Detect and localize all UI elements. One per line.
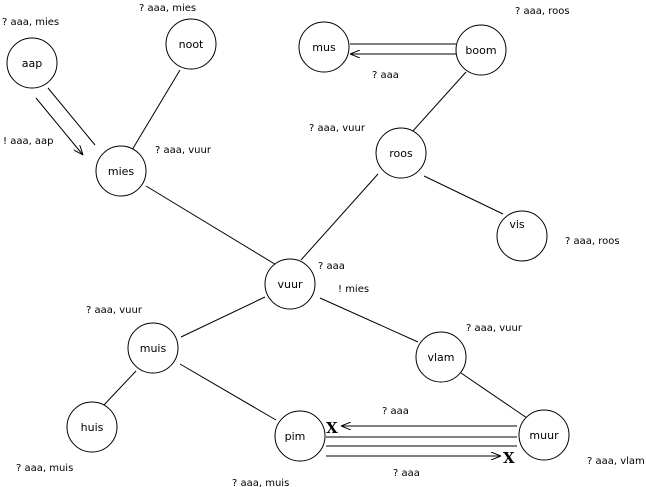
node-aap <box>6 37 58 89</box>
edge-vlam-muur <box>460 372 528 419</box>
node-roos <box>375 127 427 179</box>
node-muis <box>127 322 179 374</box>
edge-roos-vuur <box>300 173 379 261</box>
nodes <box>6 18 570 462</box>
blocked-marks: X X <box>326 419 515 467</box>
blocked-mark-pim-to-muur: X <box>503 449 515 467</box>
annotation-muur-query: ? aaa, vlam <box>587 456 645 467</box>
edge-mies-vuur <box>145 185 279 267</box>
node-label-mus: mus <box>312 41 336 54</box>
node-label-huis: huis <box>81 421 104 434</box>
node-label-vis: vis <box>509 218 525 231</box>
annotation-huis-query: ? aaa, muis <box>16 463 73 474</box>
annotation-muur-to-pim-query: ? aaa <box>382 406 409 417</box>
node-noot <box>165 18 217 70</box>
annotation-vlam-query: ? aaa, vuur <box>466 323 523 334</box>
edge-vuur-muis <box>180 296 266 338</box>
annotation-muis-query: ? aaa, vuur <box>86 305 143 316</box>
node-labels: aap noot mies mus boom roos vis vuur mui… <box>22 38 559 443</box>
node-mies <box>95 145 147 197</box>
annotations: ? aaa, mies ? aaa, mies ! aaa, aap ? aaa… <box>2 3 645 487</box>
node-boom <box>455 24 507 76</box>
blocked-mark-muur-to-pim: X <box>326 419 338 437</box>
node-mus <box>298 21 350 73</box>
node-vuur <box>264 258 316 310</box>
edge-noot-mies <box>131 69 181 151</box>
node-vis <box>496 210 548 262</box>
annotation-vuur-query: ? aaa <box>318 261 345 272</box>
node-label-mies: mies <box>108 165 135 178</box>
node-label-muur: muur <box>529 429 559 442</box>
edge-muis-huis <box>102 370 137 407</box>
edge-muis-pim <box>179 363 277 421</box>
node-label-pim: pim <box>285 430 306 443</box>
node-vlam <box>415 331 467 383</box>
node-label-roos: roos <box>389 147 413 160</box>
annotation-vis-query: ? aaa, roos <box>565 236 620 247</box>
node-label-boom: boom <box>465 44 496 57</box>
annotation-boom-to-mus-query: ? aaa <box>372 70 399 81</box>
node-label-vlam: vlam <box>427 351 454 364</box>
edge-boom-roos <box>411 71 467 133</box>
node-muur <box>518 409 570 461</box>
annotation-boom-query: ? aaa, roos <box>515 6 570 17</box>
annotation-aap-query: ? aaa, mies <box>2 17 59 28</box>
node-pim <box>274 410 326 462</box>
annotation-aap-to-mies-reply: ! aaa, aap <box>3 136 54 147</box>
node-label-vuur: vuur <box>278 278 303 291</box>
annotation-pim-to-muur-query: ? aaa <box>393 468 420 479</box>
annotation-vuur-reply: ! mies <box>338 284 369 295</box>
node-label-aap: aap <box>22 57 42 70</box>
annotation-noot-query: ? aaa, mies <box>139 3 196 14</box>
edge-aap-mies-rail <box>47 87 96 146</box>
edge-aap-mies-arrow <box>35 97 83 155</box>
node-label-noot: noot <box>179 38 204 51</box>
annotation-roos-query: ? aaa, vuur <box>309 123 366 134</box>
annotation-mies-query: ? aaa, vuur <box>155 145 212 156</box>
edges <box>35 43 528 456</box>
node-label-muis: muis <box>140 342 167 355</box>
edge-roos-vis <box>423 175 504 215</box>
edge-vuur-vlam <box>319 297 419 343</box>
node-huis <box>66 401 118 453</box>
annotation-pim-query: ? aaa, muis <box>232 478 289 487</box>
